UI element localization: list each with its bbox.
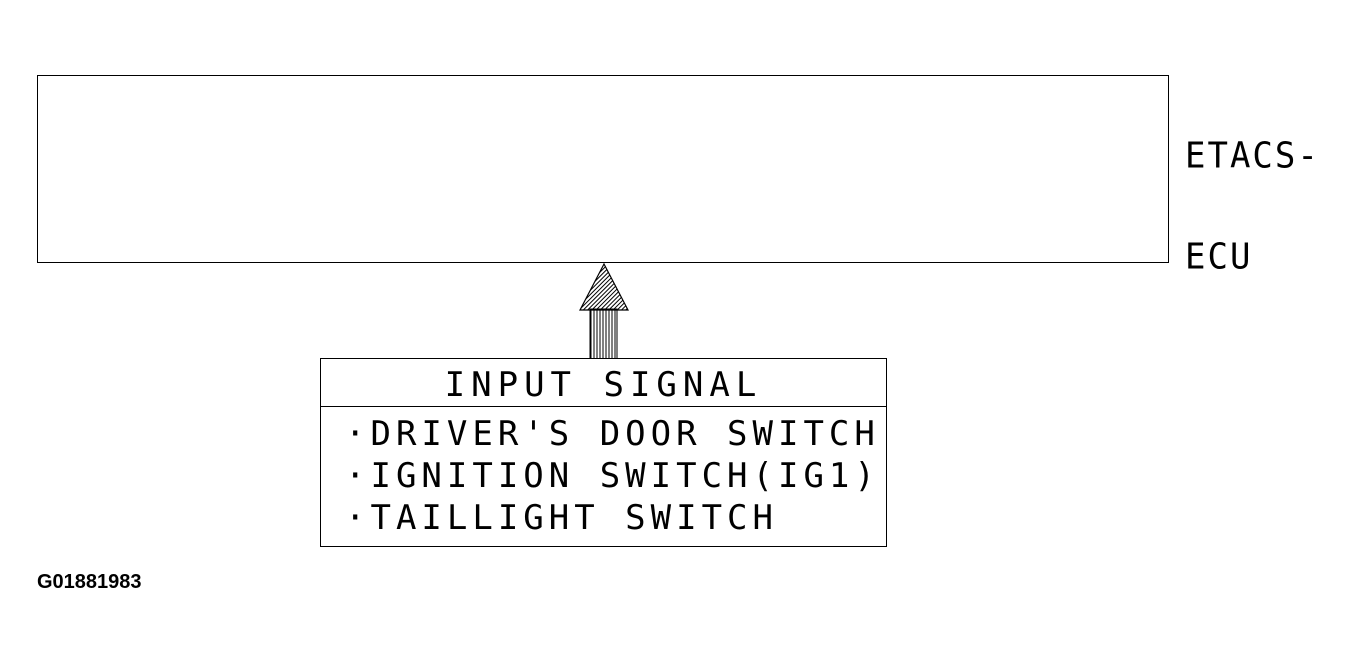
ecu-label-line2: ECU (1185, 235, 1253, 278)
input-signal-box: INPUT SIGNAL ·DRIVER'S DOOR SWITCH ·IGNI… (320, 358, 887, 547)
list-item: ·DRIVER'S DOOR SWITCH (345, 414, 880, 454)
etacs-ecu-label: ETACS- ECU (1185, 72, 1320, 307)
figure-id: G01881983 (37, 571, 142, 593)
ecu-label-line1: ETACS- (1185, 135, 1320, 177)
list-item: ·IGNITION SWITCH(IG1) (345, 456, 880, 496)
list-item: ·TAILLIGHT SWITCH (345, 498, 778, 538)
etacs-ecu-box (37, 75, 1169, 263)
input-signal-title: INPUT SIGNAL (321, 359, 886, 407)
input-signal-list: ·DRIVER'S DOOR SWITCH ·IGNITION SWITCH(I… (345, 413, 880, 539)
signal-arrow-icon (579, 263, 629, 359)
